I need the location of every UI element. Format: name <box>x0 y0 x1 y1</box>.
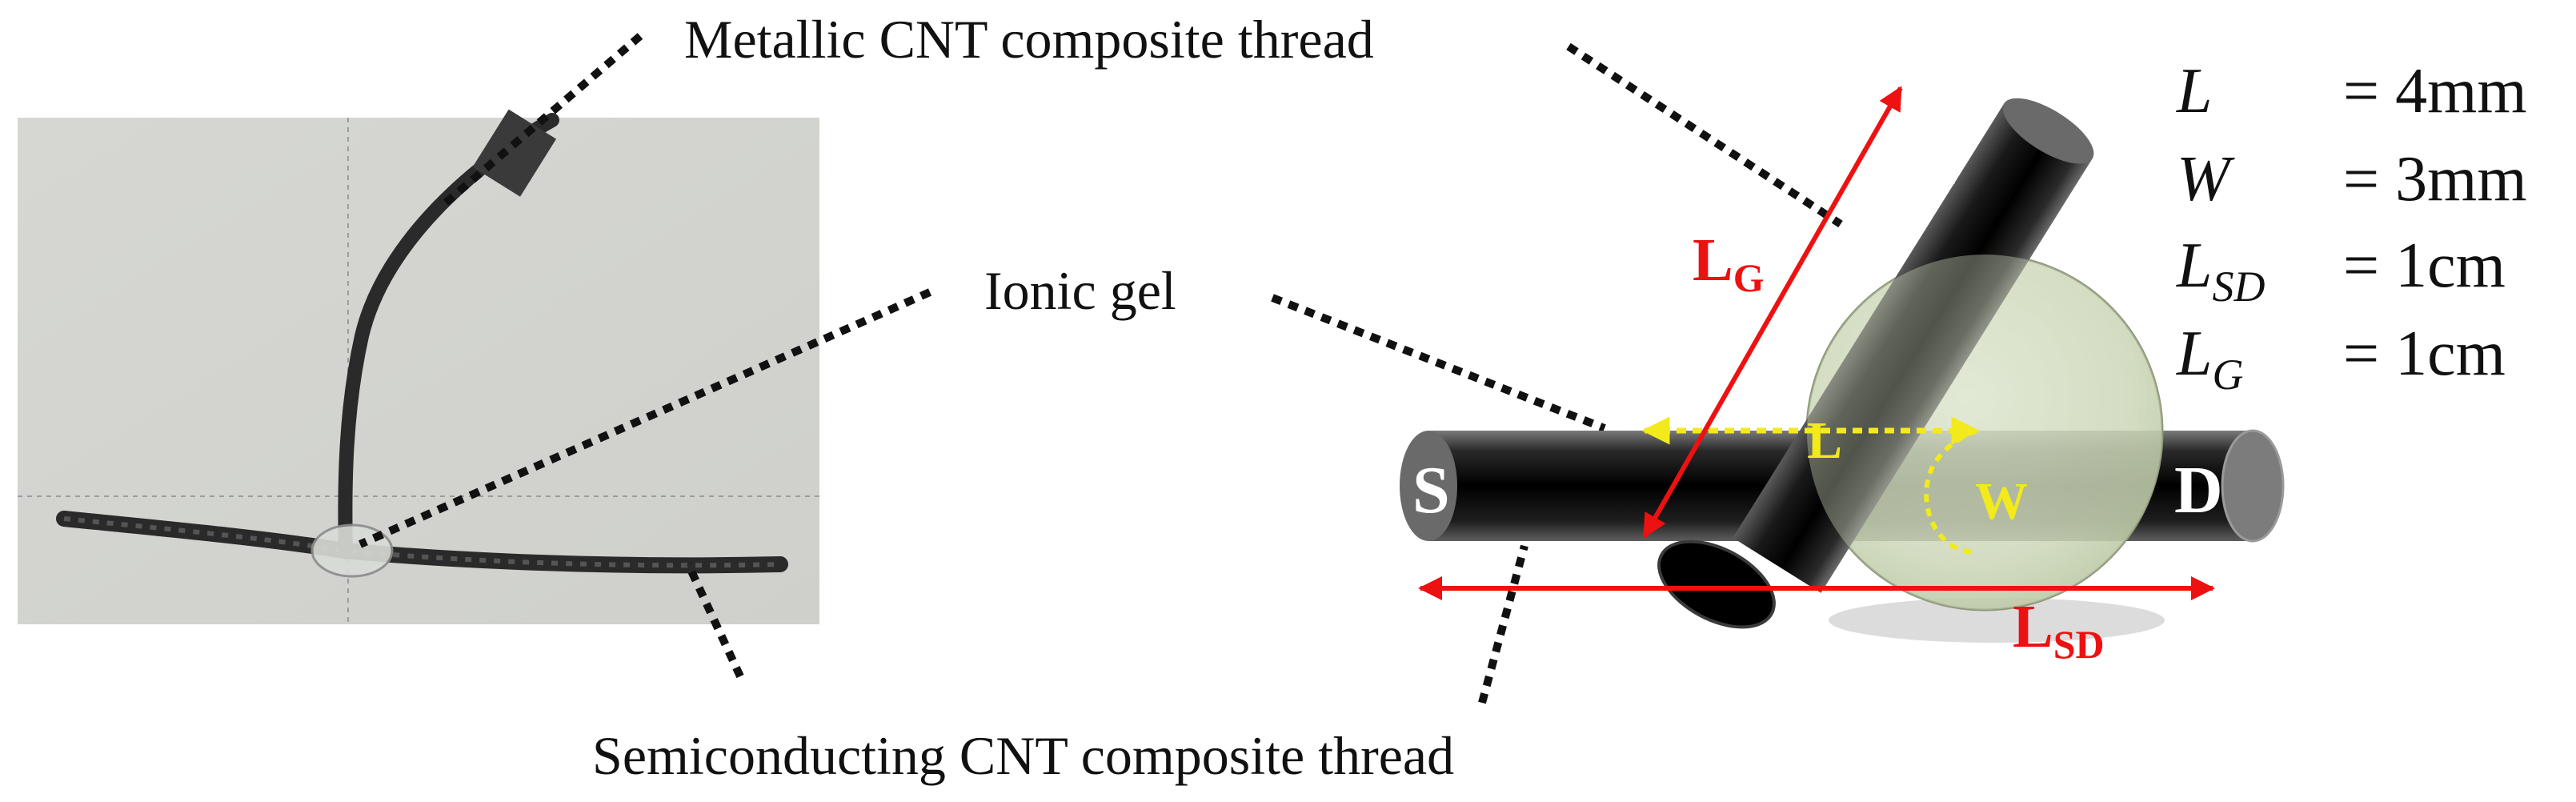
leader-metallic-schematic <box>1566 42 1843 228</box>
leader-gel-schematic <box>1271 294 1606 432</box>
gate-top-cap <box>2002 98 2094 164</box>
device-photo <box>18 109 819 624</box>
photo-gel-drop <box>310 523 394 578</box>
spec-row-channel-width: W = 3mm <box>2177 144 2527 215</box>
spec-value: = 3mm <box>2343 144 2527 215</box>
spec-var: W <box>2177 144 2235 215</box>
dimension-specs: L = 4mm W = 3mm LSD = 1cm LG = 1cm <box>2176 56 2527 399</box>
photo-thread-twist <box>63 516 781 568</box>
device-schematic: S D G LG LSD L W <box>1400 86 2285 667</box>
source-end-cap <box>1400 431 1457 541</box>
spec-value: = 4mm <box>2343 56 2527 126</box>
channel-length-label: L <box>1807 411 1842 470</box>
drain-end-cap <box>2221 429 2285 543</box>
spec-var: L <box>2176 56 2213 126</box>
leader-semi-schematic <box>1478 544 1528 704</box>
spec-value: = 1cm <box>2343 231 2506 301</box>
gate-label: G <box>1909 126 1961 201</box>
spec-var: LSD <box>2176 231 2266 311</box>
spec-row-sd-length: LSD = 1cm <box>2176 231 2506 311</box>
gate-length-label: LG <box>1693 227 1765 300</box>
spec-row-channel-length: L = 4mm <box>2176 56 2527 126</box>
gate-length-arrow <box>1642 86 1903 539</box>
callout-semiconducting-thread: Semiconducting CNT composite thread <box>592 725 1454 786</box>
leader-semi-photo <box>684 562 744 679</box>
channel-width-arc <box>1924 428 1978 555</box>
spec-row-gate-length: LG = 1cm <box>2176 319 2506 399</box>
gel-shadow <box>1829 598 2165 643</box>
callout-ionic-gel: Ionic gel <box>984 260 1176 321</box>
source-drain-length-label: LSD <box>2013 593 2105 667</box>
callout-metallic-thread: Metallic CNT composite thread <box>684 9 1374 70</box>
channel-width-label: W <box>1975 472 2028 531</box>
leader-metallic-photo <box>441 33 643 207</box>
leader-gel-photo <box>358 288 932 548</box>
spec-value: = 1cm <box>2343 319 2506 389</box>
spec-var: LG <box>2176 319 2244 399</box>
photo-background <box>18 118 819 624</box>
source-label: S <box>1412 453 1450 527</box>
drain-label: D <box>2174 453 2223 527</box>
